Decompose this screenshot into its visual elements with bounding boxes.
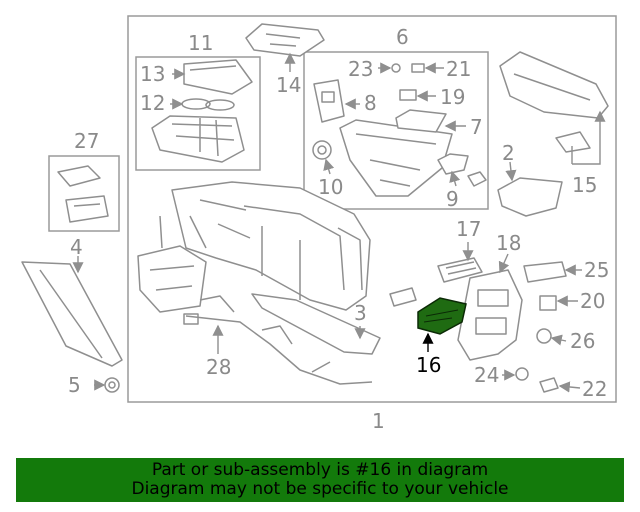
callout-11: 11 bbox=[188, 31, 213, 55]
callout-26: 26 bbox=[570, 329, 595, 353]
callout-22: 22 bbox=[582, 377, 607, 401]
callout-13: 13 bbox=[140, 62, 165, 86]
callout-19: 19 bbox=[440, 85, 465, 109]
banner-line-part: Part or sub-assembly is #16 in diagram bbox=[151, 460, 489, 480]
info-banner: Part or sub-assembly is #16 in diagram D… bbox=[16, 458, 624, 502]
group-box-11 bbox=[135, 56, 261, 171]
part-6-console-tray bbox=[339, 119, 453, 197]
callout-28: 28 bbox=[206, 355, 231, 379]
callout-9: 9 bbox=[446, 187, 459, 211]
console-body bbox=[171, 181, 371, 311]
part-17-vent bbox=[437, 257, 483, 283]
callout-2: 2 bbox=[502, 141, 515, 165]
part-22-plug bbox=[539, 377, 559, 393]
part-8-bezel bbox=[313, 79, 345, 123]
part-19-clip bbox=[399, 89, 417, 101]
callout-14: 14 bbox=[276, 73, 301, 97]
callout-5: 5 bbox=[68, 373, 81, 397]
banner-line-disclaimer: Diagram may not be specific to your vehi… bbox=[131, 479, 509, 499]
part-7-mat bbox=[395, 109, 447, 133]
parts-diagram: 1 2 3 4 5 6 7 8 9 10 11 12 13 14 15 16 1… bbox=[21, 15, 617, 433]
callout-18: 18 bbox=[496, 231, 521, 255]
part-10-switch bbox=[312, 140, 332, 160]
callout-17: 17 bbox=[456, 217, 481, 241]
callout-6: 6 bbox=[396, 25, 409, 49]
small-bracket bbox=[389, 287, 417, 307]
part-13-lid bbox=[183, 59, 253, 95]
callout-24: 24 bbox=[474, 363, 499, 387]
callout-21: 21 bbox=[446, 57, 471, 81]
callout-8: 8 bbox=[364, 91, 377, 115]
leader-lines bbox=[72, 52, 606, 393]
part-16-highlighted bbox=[417, 297, 467, 335]
part-27-module bbox=[57, 165, 109, 223]
callout-7: 7 bbox=[470, 115, 483, 139]
callout-27: 27 bbox=[74, 129, 99, 153]
callout-1: 1 bbox=[372, 409, 385, 433]
group-box-6 bbox=[303, 51, 489, 210]
callout-15: 15 bbox=[572, 173, 597, 197]
part-25-switch-panel bbox=[523, 261, 567, 283]
part-9-bracket bbox=[437, 153, 487, 187]
part-24-clip bbox=[515, 367, 529, 381]
shifter-assembly bbox=[137, 215, 207, 313]
callout-10: 10 bbox=[318, 175, 343, 199]
armrest-cover bbox=[499, 51, 609, 119]
callout-25: 25 bbox=[584, 258, 609, 282]
part-11-storage-bin bbox=[151, 115, 245, 163]
part-12-cupholder-ring bbox=[181, 98, 235, 111]
callout-20: 20 bbox=[580, 289, 605, 313]
part-20-switch bbox=[539, 295, 557, 311]
diagram-frame bbox=[127, 15, 617, 403]
part-3-trim-strip bbox=[251, 293, 381, 355]
part-23-nut bbox=[391, 63, 401, 73]
part-21-fastener bbox=[411, 63, 425, 73]
part-5-grommet bbox=[104, 377, 120, 393]
part-18-rear-bezel bbox=[457, 269, 523, 361]
callout-23: 23 bbox=[348, 57, 373, 81]
callout-12: 12 bbox=[140, 91, 165, 115]
callout-16: 16 bbox=[416, 353, 441, 377]
part-2-latch bbox=[497, 177, 563, 217]
part-26-connector bbox=[536, 328, 552, 344]
part-4-side-panel bbox=[21, 261, 123, 367]
callout-4: 4 bbox=[70, 235, 83, 259]
part-28-wiring-harness bbox=[183, 295, 373, 385]
group-box-27 bbox=[48, 155, 120, 232]
part-14-cover bbox=[245, 23, 325, 57]
part-15-hinge bbox=[555, 131, 591, 153]
callout-3: 3 bbox=[354, 301, 367, 325]
